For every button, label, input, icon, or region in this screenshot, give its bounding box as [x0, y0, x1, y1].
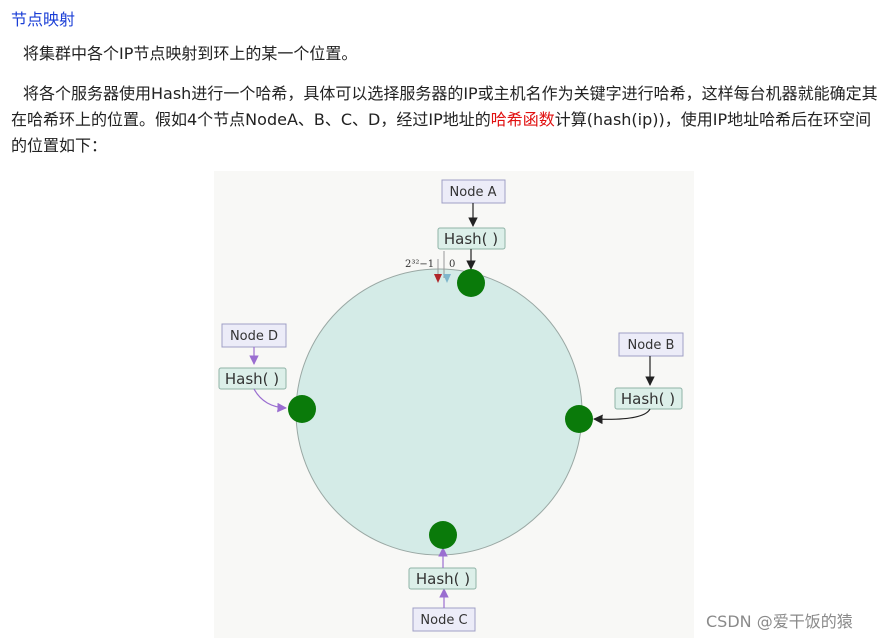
node-d-box: Node D	[221, 323, 287, 348]
hash-function-link[interactable]: 哈希函数	[490, 110, 555, 129]
node-b-dot	[565, 405, 593, 433]
hash-d-arrow	[253, 388, 287, 413]
hash-box-b: Hash( )	[614, 387, 683, 410]
node-c-label: Node C	[420, 613, 467, 628]
node-a-dot	[457, 269, 485, 297]
hash-b-arrow	[593, 408, 651, 425]
node-b-label: Node B	[628, 338, 675, 353]
ring-zero-label: 0	[449, 259, 455, 270]
ring-max-arrow	[434, 274, 442, 283]
node-a-label: Node A	[450, 185, 497, 200]
consistent-hash-diagram: 2³²−1 0 Node A Hash( ) Node B Has	[214, 171, 694, 638]
node-a-box: Node A	[441, 179, 506, 204]
paragraph-text-after: 计算(hash(ip))，使用IP地址哈希后在环空间的位置如下：	[11, 110, 872, 155]
ring-zero-arrow	[443, 274, 451, 283]
node-c-dot	[429, 521, 457, 549]
csdn-watermark: CSDN @爱干饭的猿	[706, 612, 853, 631]
hash-box-c: Hash( )	[408, 567, 477, 590]
hash-box-a: Hash( )	[437, 227, 506, 250]
node-d-label: Node D	[230, 329, 278, 344]
intro-paragraph: 将集群中各个IP节点映射到环上的某一个位置。	[23, 44, 358, 63]
hash-label-b: Hash( )	[621, 390, 675, 408]
node-b-box: Node B	[618, 332, 684, 357]
paragraph-text-before: 将各个服务器使用Hash进行一个哈希，具体可以选择服务器的IP或主机名作为关键字…	[11, 84, 878, 129]
hash-label-c: Hash( )	[416, 570, 470, 588]
ring-max-label: 2³²−1	[405, 259, 434, 270]
hash-label-a: Hash( )	[444, 230, 498, 248]
hash-label-d: Hash( )	[225, 370, 279, 388]
node-c-box: Node C	[412, 607, 476, 632]
hash-box-d: Hash( )	[218, 367, 287, 390]
description-paragraph: 将各个服务器使用Hash进行一个哈希，具体可以选择服务器的IP或主机名作为关键字…	[11, 81, 886, 159]
node-d-dot	[288, 395, 316, 423]
hash-ring	[295, 268, 583, 556]
section-heading-link[interactable]: 节点映射	[11, 10, 76, 29]
